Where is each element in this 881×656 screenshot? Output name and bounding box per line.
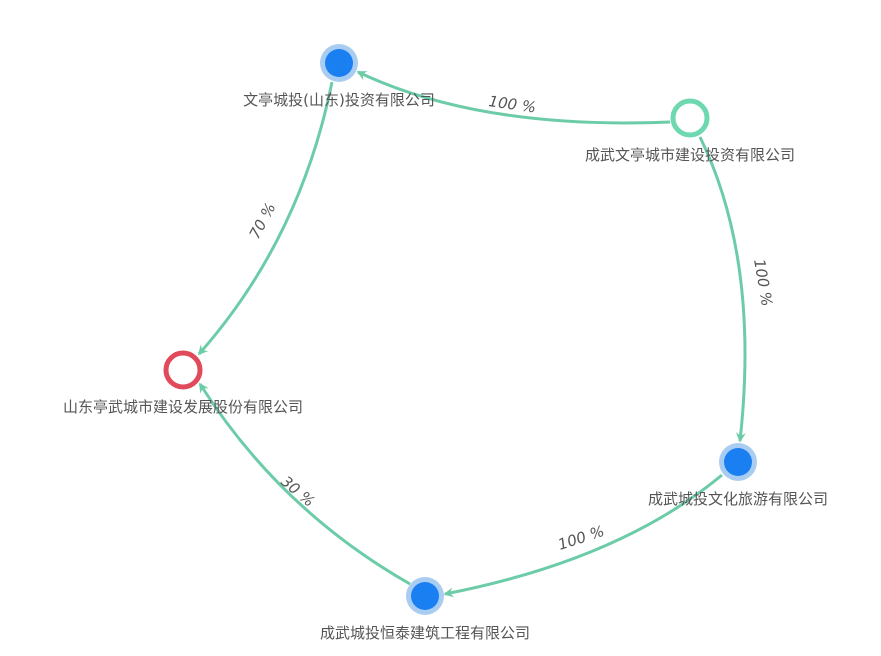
edge-label-n2-n4: 100 % [750, 258, 776, 308]
node-wenting-shandong[interactable] [320, 44, 358, 82]
node-label-n3: 山东亭武城市建设发展股份有限公司 [63, 398, 303, 416]
edge-labels: 100 % 70 % 100 % 100 % 30 % [246, 92, 776, 554]
edge-n1-n3[interactable] [197, 81, 334, 356]
node-label-n2: 成武文亭城市建设投资有限公司 [585, 146, 795, 164]
node-shandong-tingwu[interactable] [163, 350, 203, 390]
edge-n2-n4[interactable] [698, 136, 747, 443]
edge-n5-n3[interactable] [198, 382, 411, 586]
node-chengwu-hengtai[interactable] [406, 577, 444, 615]
node-chengwu-culture-tourism[interactable] [719, 443, 757, 481]
edges [197, 70, 747, 598]
node-chengwu-wenting[interactable] [670, 98, 710, 138]
node-label-n1: 文亭城投(山东)投资有限公司 [243, 91, 435, 109]
edge-n2-n1[interactable] [356, 70, 671, 125]
edge-label-n1-n3: 70 % [246, 200, 280, 242]
edge-n4-n5[interactable] [443, 473, 723, 598]
node-label-n4: 成武城投文化旅游有限公司 [648, 490, 828, 508]
edge-label-n5-n3: 30 % [277, 472, 318, 510]
node-label-n5: 成武城投恒泰建筑工程有限公司 [320, 624, 530, 642]
